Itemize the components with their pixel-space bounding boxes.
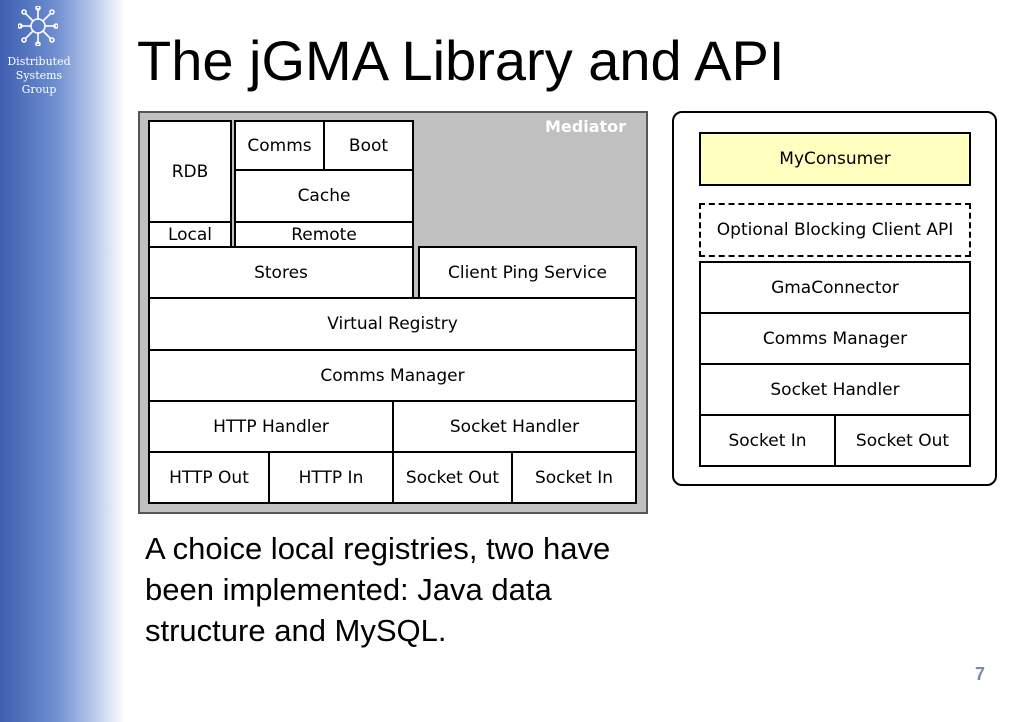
http-in-box: HTTP In xyxy=(268,451,394,504)
http-handler-box: HTTP Handler xyxy=(148,400,394,453)
group-name-line-2: Systems xyxy=(15,69,63,82)
slide-title: The jGMA Library and API xyxy=(137,29,785,92)
http-out-box: HTTP Out xyxy=(148,451,270,504)
socket-out-box: Socket Out xyxy=(392,451,513,504)
local-box: Local xyxy=(148,221,232,248)
group-name-line-1: Distributed xyxy=(7,55,71,68)
boot-box: Boot xyxy=(323,120,414,171)
rdb-box: RDB xyxy=(148,120,232,223)
client-socket-in-box: Socket In xyxy=(699,414,836,467)
stores-box: Stores xyxy=(148,246,414,299)
virtual-registry-box: Virtual Registry xyxy=(148,297,637,351)
slide-body-text: A choice local registries, two have been… xyxy=(145,531,611,648)
client-comms-manager-box: Comms Manager xyxy=(699,312,971,365)
client-socket-out-box: Socket Out xyxy=(834,414,971,467)
group-name-line-3: Group xyxy=(21,83,57,96)
group-name: Distributed Systems Group xyxy=(0,55,78,97)
socket-handler-box: Socket Handler xyxy=(392,400,637,453)
remote-box: Remote xyxy=(234,221,414,248)
comms-manager-box: Comms Manager xyxy=(148,349,637,402)
page-number: 7 xyxy=(975,664,986,684)
gma-connector-box: GmaConnector xyxy=(699,261,971,314)
my-consumer-box: MyConsumer xyxy=(699,132,971,186)
network-logo-icon xyxy=(18,6,58,46)
cache-box: Cache xyxy=(234,169,414,223)
client-ping-service-box: Client Ping Service xyxy=(418,246,637,299)
socket-in-box: Socket In xyxy=(511,451,637,504)
sidebar-banner: Distributed Systems Group xyxy=(0,0,125,722)
optional-blocking-api-box: Optional Blocking Client API xyxy=(699,203,971,257)
client-socket-handler-box: Socket Handler xyxy=(699,363,971,416)
comms-box: Comms xyxy=(234,120,325,171)
mediator-label: Mediator xyxy=(545,117,627,136)
